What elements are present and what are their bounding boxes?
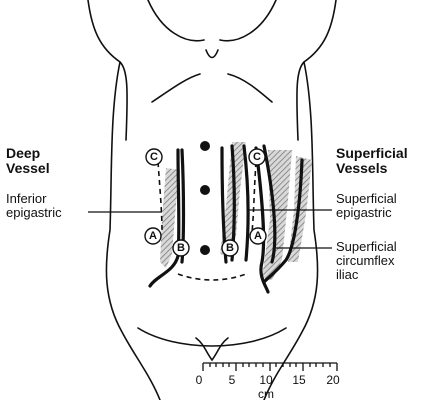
superficial-vessels-heading-line2: Vessels — [336, 161, 408, 176]
left-dashed-line — [158, 162, 162, 232]
dot-lower — [200, 245, 210, 255]
marker-b-right-label: B — [226, 242, 234, 254]
superficial-circumflex-line1: Superficial — [336, 240, 397, 254]
deep-vessel-heading-line1: Deep — [6, 146, 50, 161]
crotch-outline — [196, 338, 228, 360]
inferior-epigastric-label: Inferior epigastric — [6, 192, 62, 220]
right-shoulder-outline — [297, 0, 336, 140]
marker-a-right-label: A — [254, 230, 262, 242]
superficial-epigastric-label: Superficial epigastric — [336, 192, 397, 220]
superficial-circumflex-iliac-label: Superficial circumflex iliac — [336, 240, 397, 282]
right-rib-margin — [228, 74, 272, 102]
superficial-circumflex-line2: circumflex — [336, 254, 397, 268]
superficial-epigastric-line2: epigastric — [336, 206, 397, 220]
left-breast-outline — [148, 0, 204, 41]
pubic-line — [138, 328, 286, 346]
scale-tick-10: 10 — [259, 373, 273, 387]
scale-tick-0: 0 — [196, 373, 203, 387]
marker-c-left-label: C — [150, 151, 158, 163]
superficial-epigastric-line1: Superficial — [336, 192, 397, 206]
superficial-vessels-heading: Superficial Vessels — [336, 146, 408, 176]
scale-unit: cm — [258, 387, 274, 400]
right-dashed-line — [252, 162, 256, 232]
scale-tick-5: 5 — [229, 373, 236, 387]
dot-upper — [200, 141, 210, 151]
lower-dashed-line — [178, 274, 246, 280]
marker-c-right-label: C — [253, 151, 261, 163]
left-shoulder-outline — [88, 0, 127, 140]
center-dots — [200, 141, 210, 255]
deep-vessel-heading-line2: Vessel — [6, 161, 50, 176]
inferior-epigastric-line1: Inferior — [6, 192, 62, 206]
deep-vessel-heading: Deep Vessel — [6, 146, 50, 176]
scale-tick-15: 15 — [292, 373, 306, 387]
marker-b-left-label: B — [177, 242, 185, 254]
marker-a-left-label: A — [149, 230, 157, 242]
mid-sup-vessel-2 — [244, 146, 248, 260]
scale-bar — [203, 363, 337, 371]
inferior-epigastric-line2: epigastric — [6, 206, 62, 220]
superficial-vessels-heading-line1: Superficial — [336, 146, 408, 161]
sternum-mark — [206, 50, 218, 58]
superficial-circumflex-line3: iliac — [336, 268, 397, 282]
left-rib-margin — [152, 74, 200, 102]
scale-tick-20: 20 — [326, 373, 340, 387]
dot-middle — [200, 185, 210, 195]
right-breast-outline — [220, 0, 276, 41]
